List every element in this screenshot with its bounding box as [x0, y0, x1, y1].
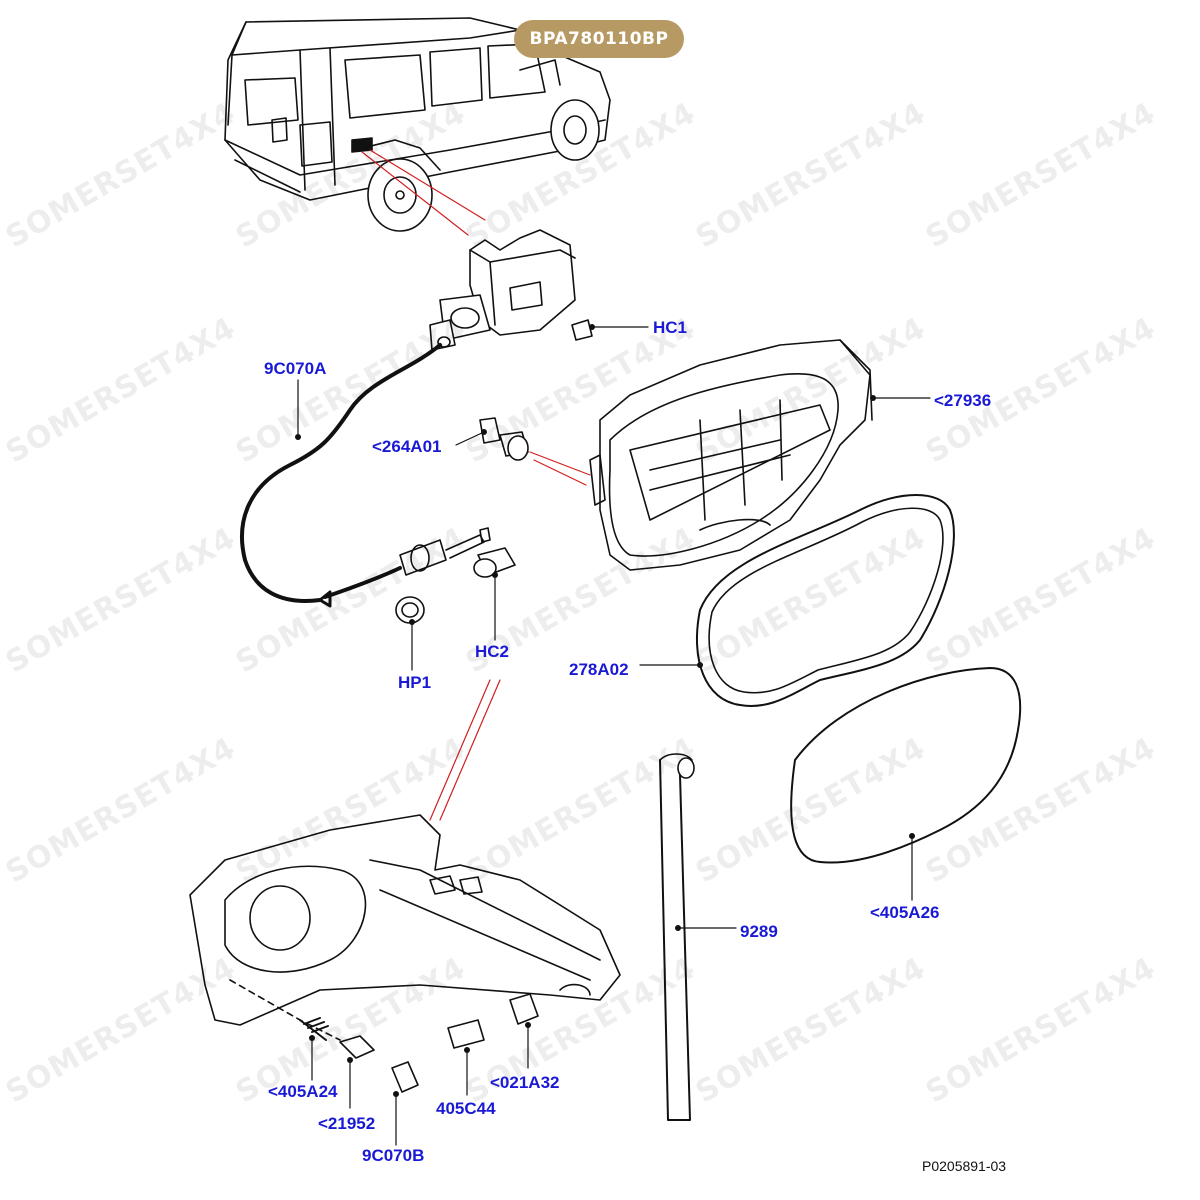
leader-dots	[295, 324, 915, 1097]
vehicle-illustration	[224, 17, 611, 232]
callout-hc1[interactable]: HC1	[653, 318, 688, 337]
callout-021a32[interactable]: <021A32	[490, 1073, 560, 1092]
fuel-flap-actuator	[429, 229, 576, 351]
callout-9c070b[interactable]: 9C070B	[362, 1146, 425, 1165]
callout-9c070a[interactable]: 9C070A	[264, 359, 327, 378]
callout-405a24[interactable]: <405A24	[268, 1082, 338, 1101]
release-cable	[240, 343, 491, 608]
callout-405c44[interactable]: 405C44	[436, 1099, 496, 1118]
callout-leaders	[297, 326, 931, 1146]
fuel-flap-door	[790, 667, 1022, 864]
reference-number: P0205891-03	[922, 1158, 1007, 1174]
callout-hp1[interactable]: HP1	[398, 673, 432, 692]
drain-tube	[659, 753, 695, 1121]
small-parts	[395, 319, 593, 624]
part-code-badge: BPA780110BP	[514, 20, 684, 58]
red-leader-lines	[361, 149, 591, 821]
fuel-flap-housing	[589, 339, 873, 571]
bottom-small-parts	[299, 993, 539, 1093]
callout-21952[interactable]: <21952	[318, 1114, 376, 1133]
callout-27936[interactable]: <27936	[934, 391, 992, 410]
callout-9289[interactable]: 9289	[740, 922, 778, 941]
callout-405a26[interactable]: <405A26	[870, 903, 940, 922]
housing-seal	[696, 494, 955, 707]
callout-278a02[interactable]: 278A02	[569, 660, 629, 679]
callout-264a01[interactable]: <264A01	[372, 437, 442, 456]
callout-hc2[interactable]: HC2	[475, 642, 510, 661]
filler-pocket	[189, 814, 621, 1041]
